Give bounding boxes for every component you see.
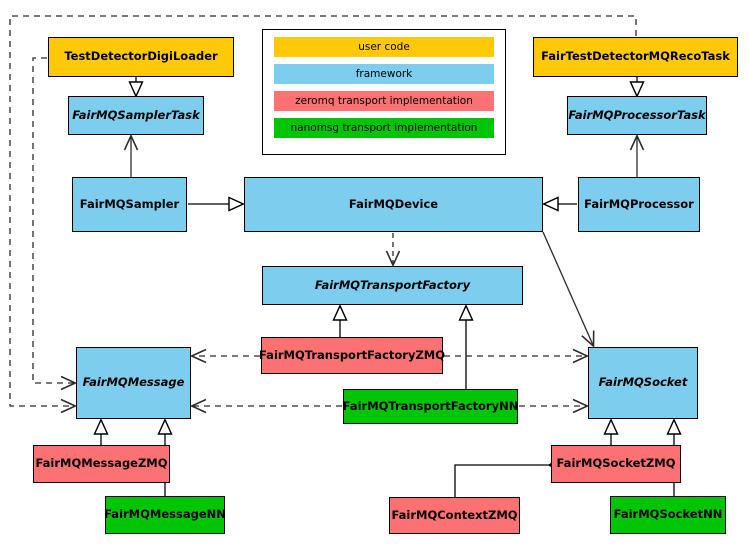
class-box-fairmqprocessor[interactable]: FairMQProcessor xyxy=(578,177,700,232)
class-box-fairtestdetectormqrecotask[interactable]: FairTestDetectorMQRecoTask xyxy=(533,37,738,77)
class-label: FairMQSamplerTask xyxy=(72,107,200,122)
class-box-fairmqtransportfactorynn[interactable]: FairMQTransportFactoryNN xyxy=(343,389,518,424)
class-box-fairmqtransportfactory[interactable]: FairMQTransportFactory xyxy=(262,266,523,305)
class-box-fairmqsampler[interactable]: FairMQSampler xyxy=(72,177,187,232)
class-label: FairMQTransportFactoryZMQ xyxy=(259,347,446,362)
class-box-fairmqmessagezmq[interactable]: FairMQMessageZMQ xyxy=(33,445,170,483)
class-label: FairMQSampler xyxy=(79,196,180,211)
legend-item-zeromq: zeromq transport implementation xyxy=(274,91,494,111)
legend-item-framework: framework xyxy=(274,64,494,84)
legend-label: nanomsg transport implementation xyxy=(290,122,478,134)
class-label: FairTestDetectorMQRecoTask xyxy=(541,49,730,64)
class-label: FairMQSocketZMQ xyxy=(556,456,676,471)
class-box-fairmqsocket[interactable]: FairMQSocket xyxy=(588,347,698,419)
edge-contextzmq-socketzmq xyxy=(454,458,569,497)
class-box-fairmqsocketnn[interactable]: FairMQSocketNN xyxy=(610,496,726,534)
edge-device-socket xyxy=(542,231,595,348)
class-label: FairMQTransportFactory xyxy=(314,277,471,292)
class-label: FairMQMessage xyxy=(82,375,185,390)
class-box-fairmqcontextzmq[interactable]: FairMQContextZMQ xyxy=(389,497,520,534)
class-box-fairmqdevice[interactable]: FairMQDevice xyxy=(244,177,543,232)
class-box-fairmqsocketzmq[interactable]: FairMQSocketZMQ xyxy=(551,445,681,483)
class-label: FairMQDevice xyxy=(348,196,439,211)
class-label: FairMQMessageNN xyxy=(104,507,226,522)
class-label: FairMQProcessorTask xyxy=(568,107,706,122)
class-label: FairMQMessageZMQ xyxy=(35,456,168,471)
legend-label: zeromq transport implementation xyxy=(295,95,473,107)
class-label: FairMQProcessor xyxy=(584,196,694,211)
class-box-fairmqsamplertask[interactable]: FairMQSamplerTask xyxy=(68,96,204,135)
class-box-fairmqprocessortask[interactable]: FairMQProcessorTask xyxy=(567,96,707,135)
class-label: TestDetectorDigiLoader xyxy=(64,49,218,64)
class-label: FairMQSocketNN xyxy=(613,507,723,522)
class-box-fairmqmessage[interactable]: FairMQMessage xyxy=(76,347,191,419)
legend-item-user-code: user code xyxy=(274,37,494,57)
class-box-testdetectordigiloader[interactable]: TestDetectorDigiLoader xyxy=(48,37,234,77)
class-label: FairMQTransportFactoryNN xyxy=(342,398,519,413)
color-legend: user code framework zeromq transport imp… xyxy=(262,29,506,155)
legend-label: user code xyxy=(358,41,410,53)
class-box-fairmqtransportfactoryzmq[interactable]: FairMQTransportFactoryZMQ xyxy=(259,337,446,374)
legend-label: framework xyxy=(355,68,413,80)
class-box-fairmqmessagenn[interactable]: FairMQMessageNN xyxy=(104,496,226,534)
legend-item-nanomsg: nanomsg transport implementation xyxy=(274,118,494,138)
class-label: FairMQContextZMQ xyxy=(391,507,518,522)
class-label: FairMQSocket xyxy=(598,375,688,390)
